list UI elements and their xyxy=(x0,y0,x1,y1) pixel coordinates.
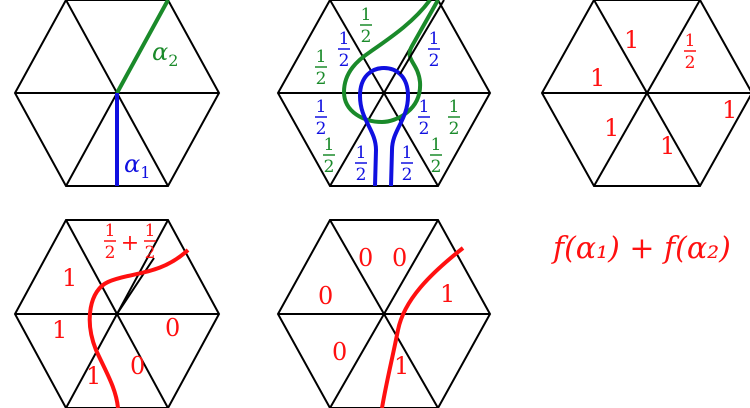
hexagon-triangulation xyxy=(276,219,492,408)
panel-3: 1 12 1 1 1 1 f(α₁) + f(α₂) xyxy=(540,0,750,266)
svg-text:1: 1 xyxy=(429,29,440,49)
weight-label: 1 xyxy=(62,264,77,292)
svg-text:1: 1 xyxy=(431,135,442,155)
svg-text:2: 2 xyxy=(145,243,156,263)
weight-label: 1 xyxy=(590,64,605,92)
half-label: 12 xyxy=(315,47,327,89)
svg-text:2: 2 xyxy=(105,243,116,263)
half-label: 12 xyxy=(684,31,696,73)
half-label: 12 xyxy=(338,29,350,71)
weight-label: 1 xyxy=(604,114,619,142)
svg-text:1: 1 xyxy=(316,97,327,117)
blue-loop-curve xyxy=(357,65,411,187)
svg-text:2: 2 xyxy=(429,51,440,71)
dual-edge xyxy=(399,0,445,75)
panel-4: 12 + 12 1 1 0 1 0 xyxy=(13,219,221,408)
green-loop-curve xyxy=(341,0,440,125)
weight-label: 0 xyxy=(130,352,145,380)
weight-label: 1 xyxy=(394,352,409,380)
weight-label: 0 xyxy=(332,338,347,366)
svg-text:2: 2 xyxy=(431,157,442,177)
half-sum-label: 12 + 12 xyxy=(104,221,156,263)
svg-text:1: 1 xyxy=(685,31,696,51)
dual-edge xyxy=(116,257,155,315)
sum-formula: f(α₁) + f(α₂) xyxy=(551,231,731,266)
svg-text:2: 2 xyxy=(316,69,327,89)
svg-text:2: 2 xyxy=(685,53,696,73)
svg-text:2: 2 xyxy=(419,119,430,139)
svg-text:2: 2 xyxy=(402,165,413,185)
svg-text:2: 2 xyxy=(356,165,367,185)
weight-label: 1 xyxy=(660,132,675,160)
weight-label: 1 xyxy=(624,26,639,54)
half-label: 12 xyxy=(448,97,460,139)
half-label: 12 xyxy=(401,143,413,185)
hexagon-triangulation xyxy=(276,0,492,187)
panel-5: 0 0 0 1 0 1 xyxy=(276,219,492,408)
svg-text:+: + xyxy=(121,231,139,256)
half-label: 12 xyxy=(315,97,327,139)
svg-text:1: 1 xyxy=(324,135,335,155)
half-label: 12 xyxy=(430,135,442,177)
half-label: 12 xyxy=(355,143,367,185)
svg-text:2: 2 xyxy=(449,119,460,139)
weight-label: 1 xyxy=(722,96,737,124)
svg-text:1: 1 xyxy=(361,5,372,25)
weight-label: 1 xyxy=(86,362,101,390)
alpha2-curve xyxy=(115,0,170,94)
weight-label: 0 xyxy=(392,244,407,272)
svg-text:2: 2 xyxy=(361,27,372,47)
half-label: 12 xyxy=(360,5,372,47)
weight-label: 1 xyxy=(440,280,455,308)
half-label: 12 xyxy=(428,29,440,71)
svg-text:2: 2 xyxy=(324,157,335,177)
half-label: 12 xyxy=(323,135,335,177)
weight-label: 1 xyxy=(52,316,67,344)
svg-text:1: 1 xyxy=(356,143,367,163)
sum-curve xyxy=(87,248,190,408)
weight-label: 0 xyxy=(358,244,373,272)
svg-text:2: 2 xyxy=(339,51,350,71)
hexagon-triangulation xyxy=(540,0,750,187)
svg-text:1: 1 xyxy=(105,221,116,241)
half-label: 12 xyxy=(418,97,430,139)
svg-text:1: 1 xyxy=(419,97,430,117)
svg-text:1: 1 xyxy=(449,97,460,117)
svg-text:1: 1 xyxy=(402,143,413,163)
weight-label: 0 xyxy=(165,314,180,342)
weight-label: 0 xyxy=(318,282,333,310)
curve xyxy=(380,246,465,408)
svg-text:2: 2 xyxy=(316,119,327,139)
svg-text:1: 1 xyxy=(339,29,350,49)
panel-2: 12 12 12 12 12 12 12 12 12 12 12 xyxy=(276,0,492,187)
svg-text:1: 1 xyxy=(316,47,327,67)
alpha1-label: α1 xyxy=(124,150,150,182)
alpha2-label: α2 xyxy=(152,38,178,70)
panel-1: α2 α1 xyxy=(13,0,221,187)
svg-text:1: 1 xyxy=(145,221,156,241)
